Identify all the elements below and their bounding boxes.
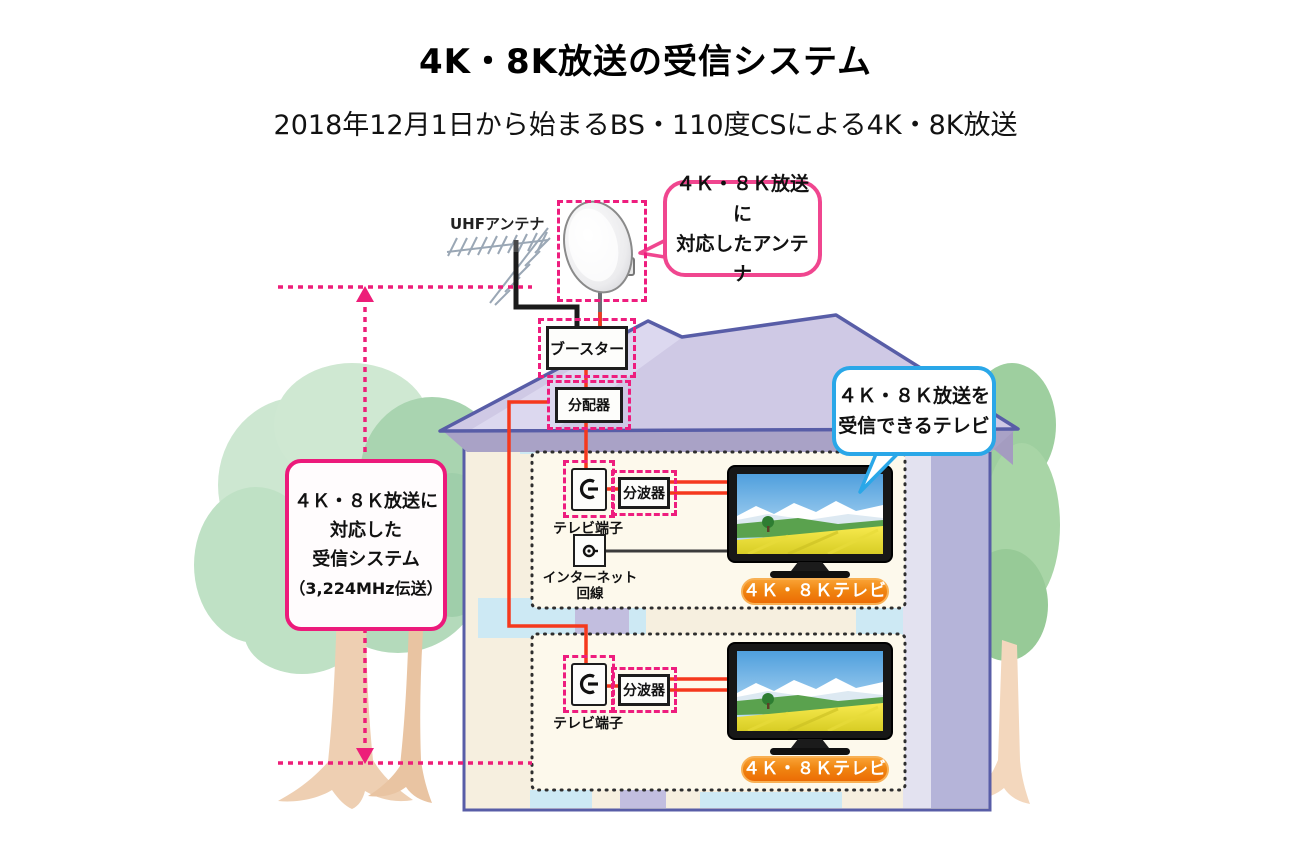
floor2-separator-highlight: 分波器 bbox=[611, 667, 677, 713]
internet-line-label-line2: 回線 bbox=[576, 586, 604, 602]
floor2-terminal-box bbox=[571, 662, 607, 706]
internet-line-label-line1: インターネット bbox=[542, 570, 638, 586]
satellite-dish bbox=[563, 200, 635, 332]
antenna-callout-line1: ４Ｋ・８Ｋ放送に bbox=[675, 172, 809, 225]
uhf-antenna-label: UHFアンテナ bbox=[450, 215, 545, 233]
internet-line-label: インターネット 回線 bbox=[532, 570, 648, 602]
coax-terminal-icon bbox=[579, 673, 598, 695]
tv-callout-line1: ４Ｋ・８Ｋ放送を bbox=[837, 385, 990, 407]
internet-terminal-box bbox=[573, 534, 606, 567]
coax-cables bbox=[507, 312, 737, 692]
coax-terminal-icon bbox=[579, 478, 598, 500]
reception-line1: ４Ｋ・８Ｋ放送に bbox=[294, 491, 438, 512]
reception-line3: 受信システム bbox=[312, 549, 420, 570]
tv-callout-line2: 受信できるテレビ bbox=[838, 415, 990, 437]
antenna-callout-line2: 対応したアンテナ bbox=[676, 232, 809, 285]
booster-box: ブースター bbox=[546, 326, 628, 370]
floor1-separator-highlight: 分波器 bbox=[611, 470, 677, 516]
booster-highlight-box: ブースター bbox=[538, 318, 636, 378]
distributor-box: 分配器 bbox=[555, 387, 623, 423]
floor1-terminal-label: テレビ端子 bbox=[553, 521, 623, 537]
floor2-separator-box: 分波器 bbox=[618, 674, 670, 706]
left-tree-trunks bbox=[278, 565, 432, 809]
measurement-lines bbox=[278, 285, 532, 765]
reception-line2: 対応した bbox=[330, 520, 402, 541]
floor2-tv-badge: ４Ｋ・８Ｋテレビ bbox=[741, 756, 889, 783]
right-tree-trunk bbox=[968, 640, 1030, 804]
floor1-separator-box: 分波器 bbox=[618, 477, 670, 509]
tv-floor2 bbox=[728, 643, 892, 755]
internet-terminal-icon bbox=[582, 544, 598, 557]
uhf-antenna-graphic bbox=[446, 227, 551, 306]
distributor-highlight-box: 分配器 bbox=[547, 380, 631, 430]
tv-callout: ４Ｋ・８Ｋ放送を 受信できるテレビ bbox=[832, 366, 996, 456]
reception-system-box: ４Ｋ・８Ｋ放送に 対応した 受信システム （3,224MHz伝送） bbox=[285, 459, 447, 631]
floor1-terminal-highlight bbox=[563, 460, 615, 518]
dish-highlight-box bbox=[557, 200, 647, 302]
floor2-terminal-label: テレビ端子 bbox=[553, 716, 623, 732]
floor2-terminal-highlight bbox=[563, 655, 615, 713]
floor1-terminal-box bbox=[571, 467, 607, 511]
page-title: 4K・8K放送の受信システム bbox=[419, 42, 872, 82]
reception-line4: （3,224MHz伝送） bbox=[289, 579, 443, 598]
floor1-tv-badge: ４Ｋ・８Ｋテレビ bbox=[741, 578, 889, 605]
page-subtitle: 2018年12月1日から始まるBS・110度CSによる4K・8K放送 bbox=[273, 110, 1018, 141]
antenna-callout: ４Ｋ・８Ｋ放送に 対応したアンテナ bbox=[663, 173, 822, 285]
